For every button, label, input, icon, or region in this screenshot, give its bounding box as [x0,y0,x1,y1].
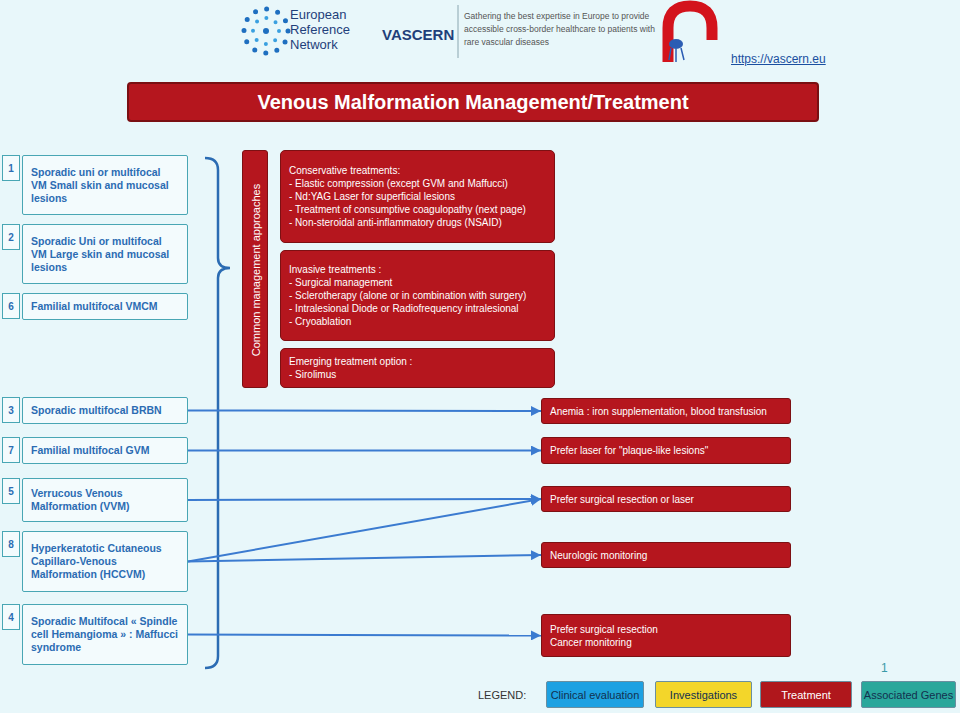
band-text-holder: Common management approaches [243,151,269,389]
treatment-text: Prefer surgical resection [550,623,782,636]
callout-number: 7 [8,445,14,456]
band-text: Common management approaches [243,151,269,389]
case-box: Sporadic Uni or multifocal VM Large skin… [22,224,188,284]
treatment-box: Anemia : iron supplementation, blood tra… [541,398,791,424]
legend-text: Clinical evaluation [551,689,640,701]
case-box: Sporadic uni or multifocal VM Small skin… [22,155,188,215]
callout-number: 1 [8,163,14,174]
connector-arrow [188,410,541,413]
callout-number: 5 [8,486,14,497]
callout-number: 2 [8,232,14,243]
case-text: Sporadic multifocal BRBN [31,404,179,417]
case-text: Familial multifocal VMCM [31,300,179,313]
treatment-box: Prefer surgical resectionCancer monitori… [541,614,791,657]
treatment-text: Invasive treatments : [289,263,546,276]
legend-swatch: Investigations [655,681,752,708]
label-holder: VASCERN [382,26,457,43]
vascern-logo [669,39,683,49]
treatment-text: - Intralesional Diode or Radiofrequency … [289,302,546,315]
treatment-box: Conservative treatments:- Elastic compre… [280,150,555,243]
label-holder: Gathering the best expertise in Europe t… [464,10,659,49]
callout-number: 4 [8,612,14,623]
connector-arrow [188,450,541,452]
connector-arrow [188,635,541,636]
case-text: Hyperkeratotic Cutaneous Capillaro-Venou… [31,542,179,581]
url: https://vascern.eu [731,52,851,66]
legend-text: Associated Genes [864,689,953,701]
treatment-text: - Treatment of consumptive coagulopathy … [289,203,546,216]
case-number: 4 [2,604,20,630]
vascern-logo [668,6,712,62]
treatment-text: Prefer laser for "plaque-like lesions" [550,444,782,457]
grouping-bracket [205,158,230,668]
case-number: 1 [2,155,20,181]
case-number: 3 [2,397,20,423]
title-bar: Venous Malformation Management/Treatment [127,82,819,122]
legend-text: Treatment [781,689,831,701]
label-holder: https://vascern.eu [731,52,851,66]
case-number: 7 [2,437,20,463]
connector-arrow [188,499,541,562]
treatment-text: Conservative treatments: [289,164,546,177]
case-number: 6 [2,293,20,319]
case-text: Sporadic uni or multifocal VM Small skin… [31,166,179,205]
logo-dots [244,9,288,53]
treatment-box: Prefer laser for "plaque-like lesions" [541,437,791,464]
case-number: 2 [2,224,20,250]
logo-dot [263,28,269,34]
label-holder: European Reference Network [290,7,370,52]
treatment-text: Emerging treatment option : [289,355,546,368]
treatment-text: - Sirolimus [289,368,546,381]
vascern-logo [669,48,684,62]
treatment-box: Invasive treatments :- Surgical manageme… [280,250,555,341]
tagline: Gathering the best expertise in Europe t… [464,10,659,49]
treatment-text: Neurologic monitoring [550,549,782,562]
treatment-text: - Elastic compression (except GVM and Ma… [289,177,546,190]
legend-swatch: Associated Genes [861,681,956,708]
title-text: Venous Malformation Management/Treatment [257,91,688,114]
case-box: Verrucous Venous Malformation (VVM) [22,478,188,522]
connector-arrow [188,555,541,562]
treatment-text: Cancer monitoring [550,636,782,649]
connector-arrow [188,499,541,500]
case-number: 8 [2,531,20,557]
case-box: Familial multifocal GVM [22,437,188,464]
callout-number: 8 [8,539,14,550]
treatment-box: Prefer surgical resection or laser [541,486,791,512]
treatment-box: Neurologic monitoring [541,542,791,568]
brand-name: VASCERN [382,26,457,43]
case-text: Familial multifocal GVM [31,444,179,457]
treatment-text: - Nd:YAG Laser for superficial lesions [289,190,546,203]
treatment-text: Prefer surgical resection or laser [550,493,782,506]
label-holder: LEGEND: [478,689,538,701]
case-box: Sporadic multifocal BRBN [22,397,188,424]
treatment-box: Emerging treatment option :- Sirolimus [280,348,555,388]
legend-text: Investigations [670,689,737,701]
callout-number: 3 [8,405,14,416]
treatment-text: - Non-steroidal anti-inflammatory drugs … [289,216,546,229]
case-text: Sporadic Uni or multifocal VM Large skin… [31,235,179,274]
approach-band: Common management approaches [242,150,268,388]
logo-dots [253,18,279,44]
treatment-text: - Sclerotherapy (alone or in combination… [289,289,546,302]
case-box: Hyperkeratotic Cutaneous Capillaro-Venou… [22,531,188,592]
header-separator [458,5,459,58]
label-holder: 1 [881,661,901,675]
callout-number: 6 [8,301,14,312]
case-text: Verrucous Venous Malformation (VVM) [31,487,179,513]
treatment-text: - Cryoablation [289,315,546,328]
legend-heading: LEGEND: [478,689,538,701]
treatment-text: Anemia : iron supplementation, blood tra… [550,405,782,418]
treatment-text: - Surgical management [289,276,546,289]
case-number: 5 [2,478,20,504]
page-number: 1 [881,661,901,675]
case-box: Sporadic Multifocal « Spindle cell Heman… [22,604,188,665]
case-box: Familial multifocal VMCM [22,293,188,320]
legend-swatch: Clinical evaluation [546,681,644,708]
legend-swatch: Treatment [760,681,852,708]
case-text: Sporadic Multifocal « Spindle cell Heman… [31,615,179,654]
network-name: European Reference Network [290,7,370,52]
